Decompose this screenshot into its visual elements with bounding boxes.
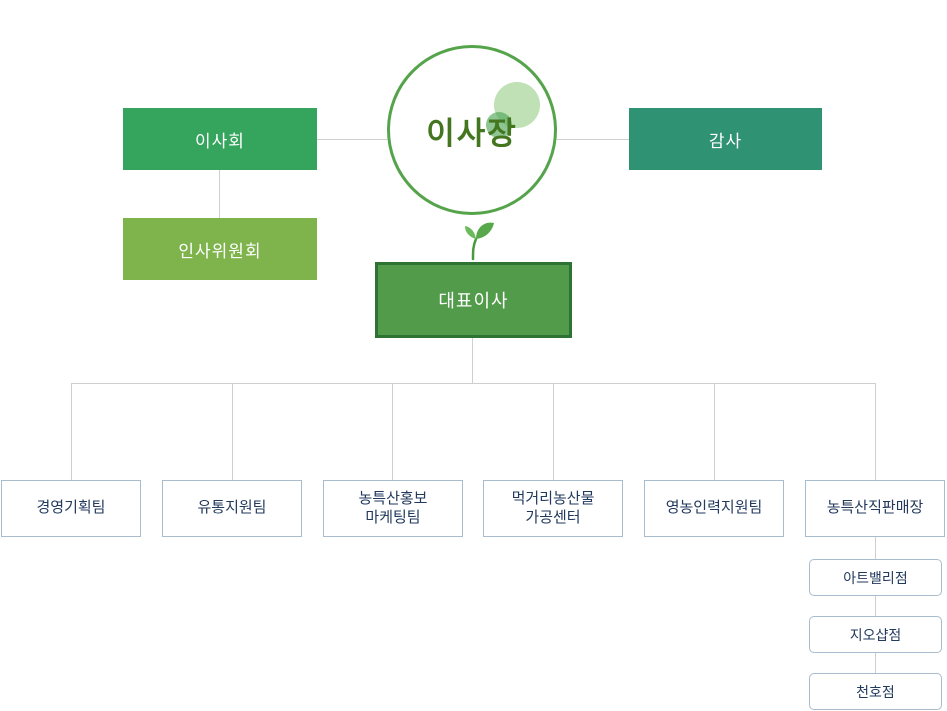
node-store-cheonho: 천호점: [809, 673, 942, 710]
connector-ceo-drop: [472, 338, 473, 383]
connector-drop-dept3: [392, 383, 393, 480]
connector-board-to-committee: [219, 170, 220, 218]
connector-drop-dept6: [875, 383, 876, 480]
connector-board-to-chairman: [317, 139, 387, 140]
connector-stores-vertical: [875, 537, 876, 677]
decorative-circle-small: [486, 112, 512, 138]
sprout-icon: [465, 222, 494, 261]
node-hr-committee: 인사위원회: [123, 218, 317, 280]
node-dept-direct-sales-store: 농특산직판매장: [805, 480, 945, 537]
node-chairman-circle: [387, 45, 557, 215]
connector-drop-dept2: [232, 383, 233, 480]
node-dept-management-planning: 경영기획팀: [1, 480, 141, 537]
connector-departments-horizontal: [71, 383, 876, 384]
node-chairman-label: 이사장: [426, 115, 518, 151]
node-board: 이사회: [123, 108, 317, 170]
connector-drop-dept1: [71, 383, 72, 480]
node-store-geoshop: 지오샵점: [809, 616, 942, 653]
node-auditor: 감사: [629, 108, 822, 170]
node-dept-farming-manpower: 영농인력지원팀: [644, 480, 784, 537]
connector-drop-dept5: [714, 383, 715, 480]
node-ceo: 대표이사: [375, 262, 572, 338]
node-dept-promotion-marketing: 농특산홍보 마케팅팀: [323, 480, 463, 537]
node-store-artvalley: 아트밸리점: [809, 559, 942, 596]
node-dept-food-processing-center: 먹거리농산물 가공센터: [483, 480, 623, 537]
connector-drop-dept4: [553, 383, 554, 480]
connector-chairman-to-auditor: [557, 139, 629, 140]
node-dept-distribution-support: 유통지원팀: [162, 480, 302, 537]
